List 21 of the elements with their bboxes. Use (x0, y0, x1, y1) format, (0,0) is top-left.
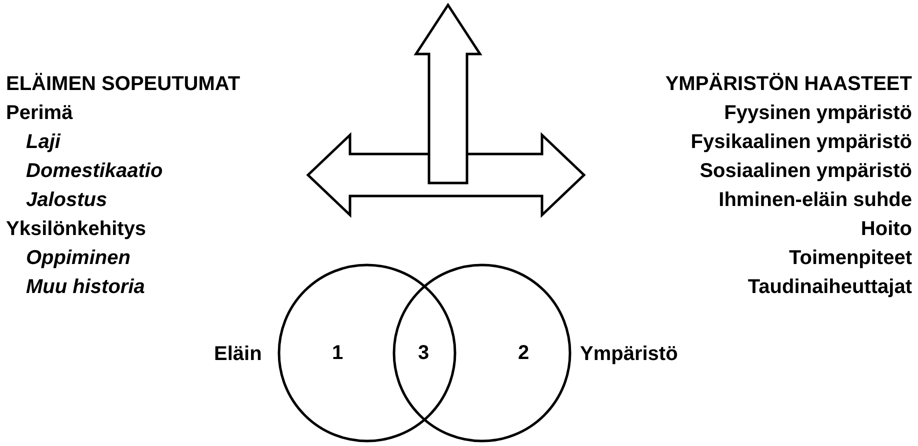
list-item: Toimenpiteet (789, 246, 912, 270)
list-item: Yksilönkehitys (6, 217, 146, 241)
heading: ELÄIMEN SOPEUTUMAT (6, 72, 240, 96)
list-item: Domestikaatio (26, 159, 163, 183)
region-number: 1 (332, 341, 344, 365)
list-item: Taudinaiheuttajat (748, 275, 912, 299)
list-item: Sosiaalinen ympäristö (700, 159, 912, 183)
heading: YMPÄRISTÖN HAASTEET (665, 72, 912, 96)
circle-caption: Ympäristö (580, 342, 678, 366)
list-item: Oppiminen (26, 246, 130, 270)
list-item: Muu historia (26, 275, 145, 299)
list-item: Laji (26, 130, 60, 154)
region-number: 2 (518, 341, 530, 365)
circle-caption: Eläin (214, 342, 262, 366)
list-item: Hoito (860, 217, 912, 241)
region-number: 3 (418, 341, 430, 365)
list-item: Fysikaalinen ympäristö (690, 130, 912, 154)
list-item: Ihminen-eläin suhde (718, 188, 912, 212)
list-item: Fyysinen ympäristö (724, 101, 912, 125)
list-item: Perimä (6, 101, 73, 125)
list-item: Jalostus (26, 188, 108, 212)
